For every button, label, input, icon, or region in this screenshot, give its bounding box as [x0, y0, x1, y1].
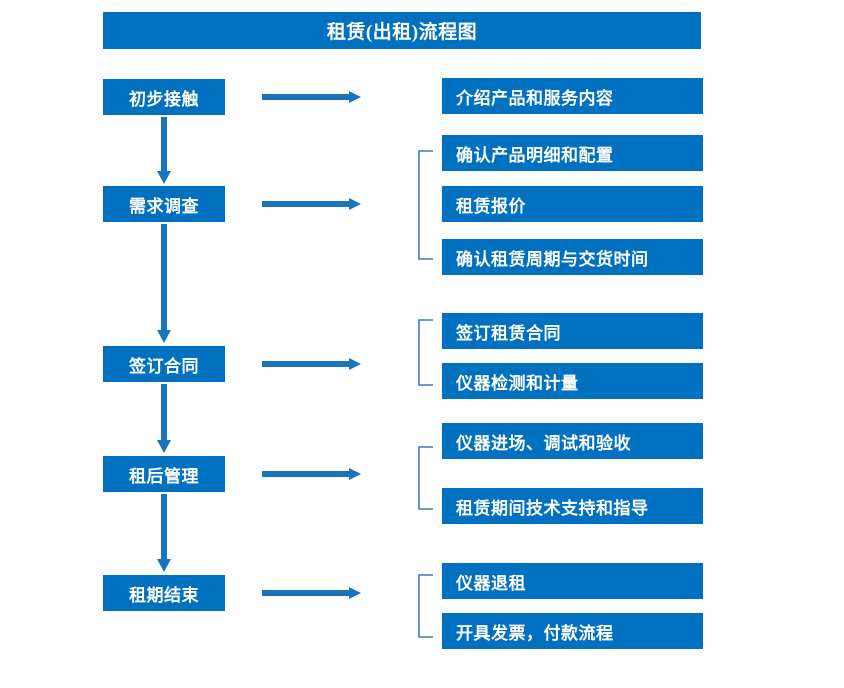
- stage-box-租后管理[interactable]: 租后管理: [103, 456, 225, 492]
- detail-box-介绍产品和服务内容[interactable]: 介绍产品和服务内容: [442, 78, 703, 114]
- vertical-arrow-icon-3: [155, 384, 173, 454]
- horizontal-arrow-icon-3: [262, 355, 362, 373]
- detail-box-仪器退租[interactable]: 仪器退租: [442, 563, 703, 599]
- detail-box-签订租赁合同[interactable]: 签订租赁合同: [442, 313, 703, 349]
- vertical-arrow-icon-1: [155, 117, 173, 185]
- vertical-arrow-icon-2: [155, 224, 173, 344]
- stage-box-需求调查[interactable]: 需求调查: [103, 186, 225, 222]
- group-bracket-icon-2: [417, 150, 435, 260]
- detail-box-仪器进场调试和验收[interactable]: 仪器进场、调试和验收: [442, 423, 703, 459]
- detail-box-确认租赁周期与交货时间[interactable]: 确认租赁周期与交货时间: [442, 239, 703, 275]
- group-bracket-icon-4: [417, 446, 435, 510]
- horizontal-arrow-icon-5: [262, 584, 362, 602]
- stage-box-初步接触[interactable]: 初步接触: [103, 79, 225, 115]
- stage-box-签订合同[interactable]: 签订合同: [103, 346, 225, 382]
- horizontal-arrow-icon-1: [262, 88, 362, 106]
- horizontal-arrow-icon-4: [262, 465, 362, 483]
- horizontal-arrow-icon-2: [262, 195, 362, 213]
- group-bracket-icon-3: [417, 319, 435, 386]
- detail-box-仪器检测和计量[interactable]: 仪器检测和计量: [442, 363, 703, 399]
- detail-box-确认产品明细和配置[interactable]: 确认产品明细和配置: [442, 135, 703, 171]
- stage-box-租期结束[interactable]: 租期结束: [103, 575, 225, 611]
- group-bracket-icon-5: [417, 574, 435, 638]
- detail-box-租赁报价[interactable]: 租赁报价: [442, 186, 703, 222]
- detail-box-开具发票付款流程[interactable]: 开具发票，付款流程: [442, 613, 703, 649]
- page-title: 租赁(出租)流程图: [103, 12, 701, 49]
- detail-box-租赁期间技术支持和指导[interactable]: 租赁期间技术支持和指导: [442, 488, 703, 524]
- vertical-arrow-icon-4: [155, 494, 173, 573]
